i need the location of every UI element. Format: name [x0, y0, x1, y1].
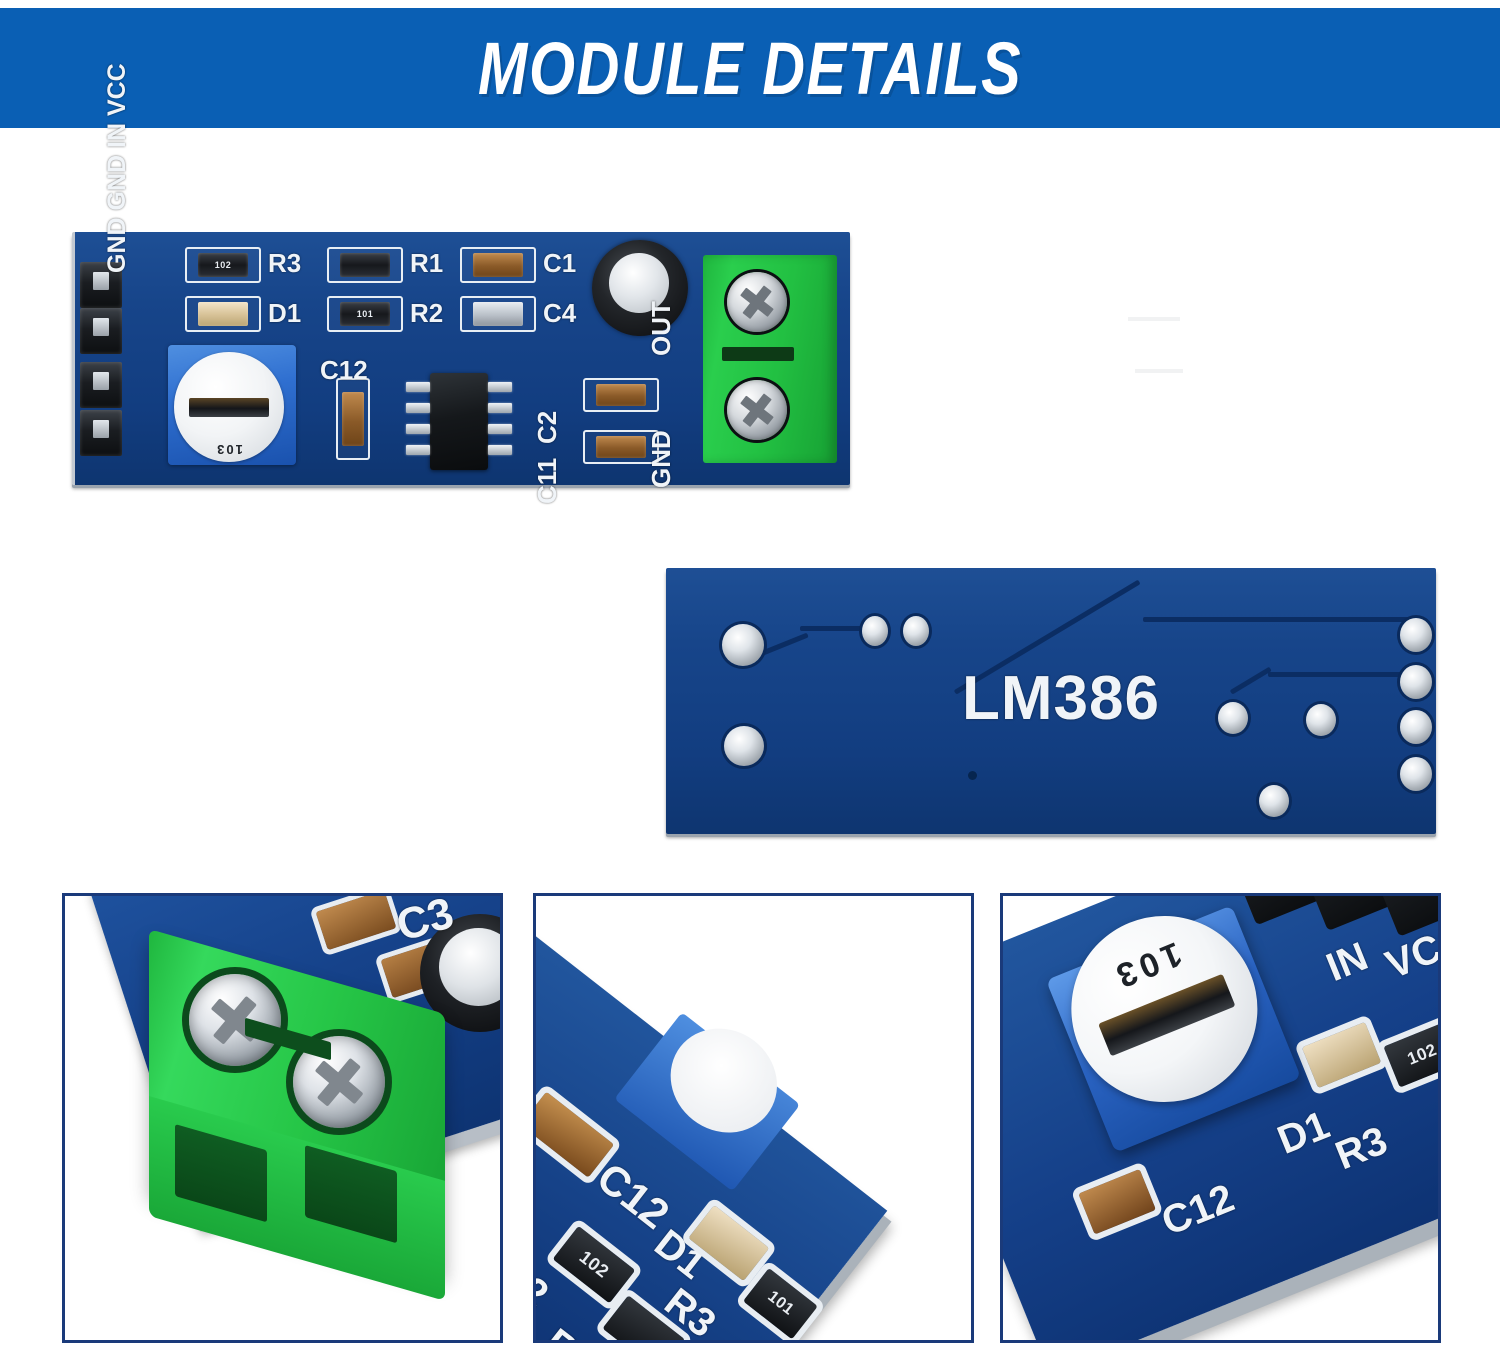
- electrolytic-capacitor: [592, 240, 688, 336]
- header-pin-gnd-2: [80, 308, 122, 354]
- component-c2: [596, 384, 646, 406]
- ic-leg-5: [488, 382, 512, 392]
- via-hole: [968, 771, 977, 780]
- silk-c4: C4: [543, 298, 577, 328]
- component-d1-led-closeup: [1301, 1021, 1382, 1089]
- silk-out: OUT: [646, 301, 676, 356]
- electrolytic-capacitor-closeup: [420, 914, 500, 1032]
- smd-code-101: 102: [575, 1246, 613, 1282]
- ic-leg-3: [406, 424, 430, 434]
- component-r3-closeup: 102: [1383, 1021, 1438, 1088]
- silk-r1-closeup: R1: [536, 1320, 603, 1340]
- detail-panel-trimmer-header: IN VCC C12 D1 R3 102 103: [1000, 893, 1441, 1343]
- detail-panel-screw-terminal: C3: [62, 893, 503, 1343]
- terminal-screw-out[interactable]: [727, 272, 787, 332]
- trimmer-adjust-slot[interactable]: [189, 398, 269, 417]
- pad-r2: [327, 296, 403, 332]
- solder-pad: [1400, 618, 1432, 652]
- silk-d1-closeup: D1: [1271, 1102, 1336, 1163]
- ic-leg-8: [488, 445, 512, 455]
- component-c4: [473, 302, 523, 326]
- silk-r2: R2: [410, 298, 444, 328]
- solder-pad: [1400, 665, 1432, 699]
- silk-header-labels: GND GND IN VCC: [103, 63, 131, 273]
- component-c12: [342, 392, 364, 446]
- component-d1-led: [198, 302, 248, 326]
- lm386-ic-soic8: [430, 373, 488, 470]
- smd-code-102: 102: [1404, 1039, 1438, 1069]
- silk-r2-closeup: R2: [536, 1250, 557, 1317]
- silk-c12-closeup: C12: [588, 1153, 679, 1238]
- solder-pad: [722, 624, 764, 666]
- pad-c11: [583, 430, 659, 464]
- silk-c12: C12: [320, 355, 368, 385]
- header-pin-vcc: [80, 410, 122, 456]
- trimmer-marking: 103: [215, 441, 243, 457]
- solder-pad: [903, 616, 929, 646]
- pad-r3: [185, 247, 261, 283]
- capacitor-top: [439, 928, 500, 1007]
- component-r1: [340, 253, 390, 277]
- silk-r3: R3: [268, 248, 302, 278]
- component-r2-closeup: 102: [552, 1225, 636, 1304]
- component-c11: [596, 436, 646, 458]
- silk-in-closeup: IN: [1320, 934, 1374, 991]
- pad-c1: [460, 247, 536, 283]
- solder-pad: [1259, 785, 1289, 817]
- silk-r3-closeup: R3: [1329, 1118, 1394, 1179]
- solder-pad: [1400, 757, 1432, 791]
- capacitor-top: [609, 253, 669, 313]
- pcb-trace: [1143, 617, 1413, 622]
- solder-pad: [724, 726, 764, 766]
- component-c1: [473, 253, 523, 277]
- component-r3: 102: [198, 253, 248, 277]
- pad-r1: [327, 247, 403, 283]
- header-pin-gnd-1: [80, 262, 122, 308]
- smd-code-102: 101: [764, 1287, 798, 1319]
- ic-leg-7: [488, 424, 512, 434]
- terminal-screw-gnd[interactable]: [727, 380, 787, 440]
- silk-c12-closeup: C12: [1155, 1175, 1241, 1245]
- pad-c2: [583, 378, 659, 412]
- ic-leg-4: [406, 445, 430, 455]
- header-pin-in: [80, 362, 122, 408]
- pcb-board-back: [666, 568, 1436, 834]
- pcb-trace: [1268, 672, 1418, 677]
- page-title: MODULE DETAILS: [477, 26, 1023, 110]
- silk-c11: C11: [532, 457, 562, 504]
- component-c12-closeup: [1078, 1168, 1156, 1235]
- component-r2: 101: [340, 302, 390, 326]
- pad-d1: [185, 296, 261, 332]
- silk-lm386: LM386: [962, 664, 1160, 733]
- smd-code-r2: 101: [356, 309, 374, 319]
- ic-leg-1: [406, 382, 430, 392]
- trimmer-marking-closeup: 103: [1106, 934, 1188, 997]
- scan-artifact: [1128, 317, 1180, 321]
- solder-pad: [1400, 710, 1432, 744]
- ic-leg-2: [406, 403, 430, 413]
- silk-r1: R1: [410, 248, 444, 278]
- pcb-trace: [800, 626, 882, 631]
- silk-c2: C2: [532, 410, 562, 444]
- silk-d1: D1: [268, 298, 302, 328]
- detail-panel-ic-components: C12 102 R2 R1 D1 R3 101 C2: [533, 893, 974, 1343]
- smd-code-r3: 102: [214, 260, 232, 270]
- component-c12-closeup: [536, 1091, 615, 1178]
- terminal-wire-slot: [722, 347, 794, 361]
- ic-leg-6: [488, 403, 512, 413]
- solder-pad: [862, 616, 888, 646]
- silk-c1: C1: [543, 248, 577, 278]
- terminal-screw-1-closeup[interactable]: [189, 974, 281, 1066]
- pad-c12: [336, 378, 370, 460]
- trimmer-potentiometer-dial[interactable]: 103: [174, 352, 284, 462]
- solder-pad: [1218, 702, 1248, 734]
- page-header-banner: MODULE DETAILS: [0, 8, 1500, 128]
- pad-c4: [460, 296, 536, 332]
- solder-pad: [1306, 704, 1336, 736]
- silk-gnd-terminal: GND: [646, 430, 676, 488]
- scan-artifact: [1135, 369, 1183, 373]
